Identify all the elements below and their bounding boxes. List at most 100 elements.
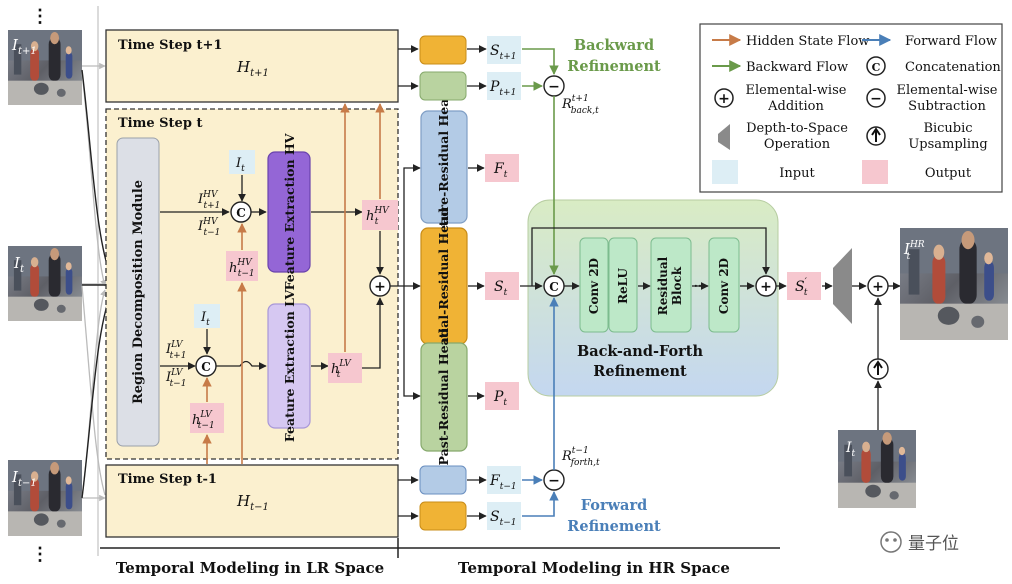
h-lv-tm1-box [190, 403, 224, 433]
input-lr-frame: It [838, 430, 916, 508]
bicubic-arrow-glyph [873, 360, 883, 375]
footer-hr-label: Temporal Modeling in HR Space [458, 559, 730, 577]
relu-block [608, 237, 638, 333]
bfr-title-line2: Refinement [593, 363, 687, 380]
p-t-label: Pt [493, 389, 507, 408]
lr-frame-label: It [845, 440, 856, 459]
s-prime-label: S′t [795, 277, 808, 298]
frame-label-t: It [13, 254, 25, 275]
f-tm1-label: Ft−1 [489, 473, 517, 492]
arrow-concat-to-lv [216, 360, 267, 370]
frame-fanin-arrows [81, 62, 107, 502]
forward-label-2: Refinement [567, 518, 661, 535]
s-t1-label: St+1 [490, 43, 516, 62]
watermark: 量子位 [880, 531, 959, 554]
legend-subtract-symbol: − [870, 91, 882, 107]
prev-frames-dots: ⋮ [31, 6, 49, 27]
subtract-back-symbol: − [548, 79, 560, 95]
hidden-t1-label: Ht+1 [236, 58, 269, 79]
legend-bicubic-label-1: Bicubic [923, 121, 972, 136]
p-t1-box [487, 72, 521, 100]
legend-input-swatch [712, 160, 738, 184]
region-module-label: Region Decomposition Module [131, 180, 146, 404]
s-prime-box [787, 272, 821, 300]
input-i-t-bottom-label: It [200, 310, 210, 328]
legend-backward-label: Backward Flow [746, 60, 848, 75]
next-frames-dots: ⋮ [31, 544, 49, 565]
feature-extraction-lv [267, 303, 311, 429]
legend-subtract-icon [866, 88, 886, 108]
hidden-tm1-label: Ht−1 [236, 492, 269, 513]
s-tm1-box [487, 502, 521, 530]
conv2d-a-label: Conv 2D [587, 258, 601, 314]
green-flow-s-t1 [522, 48, 559, 75]
legend-bicubic-label-2: Upsampling [908, 137, 987, 152]
future-head-label: Future-Residual Head [436, 90, 451, 244]
legend-add-icon [714, 88, 734, 108]
watermark-text: 量子位 [908, 534, 959, 554]
backward-label-2: Refinement [567, 58, 661, 75]
skip-connection [531, 227, 770, 286]
concat-hv-letter: C [236, 206, 246, 220]
add-node-symbol: + [374, 279, 386, 295]
input-i-t-bottom [194, 304, 220, 328]
time-step-tm1-box [105, 464, 399, 538]
feature-lv-label: Feature Extraction LV [282, 290, 297, 443]
h-hv-t-box [362, 200, 398, 230]
f-tm1-box [487, 466, 521, 494]
input-i-t-top [229, 150, 255, 174]
legend-bicubic-glyph [871, 127, 881, 142]
frame-label-t1: It+1 [11, 36, 37, 57]
head-fanout [390, 164, 421, 400]
f-head-tm1 [419, 465, 467, 495]
past-head-label: Past-Residual Head [436, 328, 451, 465]
input-frame-t: It [8, 246, 82, 321]
legend-forward-label: Forward Flow [905, 34, 997, 49]
hidden-state-flows [202, 103, 385, 464]
bfr-title-line1: Back-and-Forth [577, 343, 704, 360]
forward-label-1: Forward [581, 497, 647, 514]
legend-add-label-2: Addition [767, 99, 824, 114]
conv2d-b-block [708, 237, 740, 333]
depth-to-space-op [833, 248, 852, 324]
time-step-tm1-label: Time Step t-1 [118, 472, 217, 487]
legend-d2s-label-2: Operation [764, 137, 831, 152]
backward-label-1: Backward [574, 37, 654, 54]
s-head-t1 [419, 35, 467, 65]
input-i-t-top-label: It [235, 156, 245, 174]
footer-lr-label: Temporal Modeling in LR Space [116, 559, 384, 577]
f-t-box [485, 154, 519, 182]
past-residual-head [420, 342, 468, 452]
legend-d2s-label-1: Depth-to-Space [746, 121, 848, 136]
subtract-forth-symbol: − [548, 473, 560, 489]
s-head-tm1 [419, 501, 467, 531]
conv2d-b-label: Conv 2D [717, 258, 731, 314]
residual-block [650, 237, 692, 333]
concat-lv-letter: C [201, 360, 211, 374]
concat-hr-letter: C [549, 280, 559, 294]
frame-label-tm1: It−1 [11, 468, 37, 489]
legend-subtract-label-2: Subtraction [908, 99, 986, 114]
time-step-t1-box [105, 29, 399, 103]
region-decomposition-module [116, 137, 160, 447]
s-t-label: St [494, 279, 508, 298]
relu-label: ReLU [616, 268, 630, 304]
legend-subtract-label-1: Elemental-wise [897, 83, 998, 98]
legend-input-label: Input [779, 166, 815, 181]
add-final-symbol: + [872, 279, 884, 295]
residual-block-label: ResidualBlock [656, 256, 684, 315]
p-t-box [485, 382, 519, 410]
watermark-icon [880, 531, 902, 553]
legend-concat-icon [866, 56, 886, 76]
